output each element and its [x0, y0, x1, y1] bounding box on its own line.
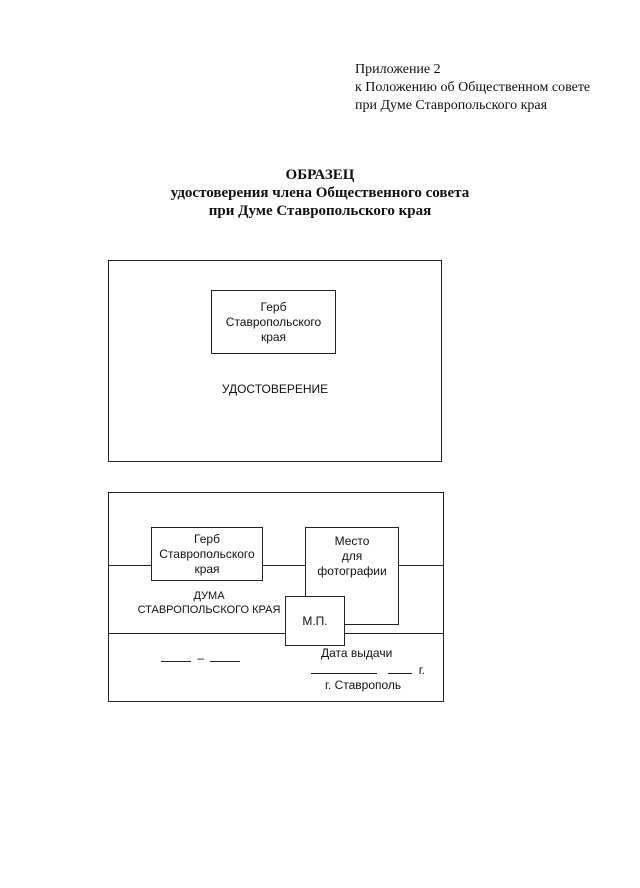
back-emblem-box: Герб Ставропольского края: [151, 527, 263, 581]
date-blank-day: [161, 649, 191, 662]
front-certificate-label: УДОСТОВЕРЕНИЕ: [221, 382, 329, 396]
back-lower-rule: [109, 633, 443, 634]
year-suffix: г.: [418, 663, 425, 677]
front-emblem-line-3: края: [260, 329, 287, 344]
photo-line-3: фотографии: [317, 564, 387, 578]
photo-line-2: для: [341, 549, 363, 563]
issue-date-label: Дата выдачи: [321, 646, 393, 660]
back-upper-rule-right: [398, 565, 443, 566]
duma-label: ДУМА СТАВРОПОЛЬСКОГО КРАЯ: [119, 589, 299, 617]
front-emblem-box: Герб Ставропольского края: [211, 290, 336, 354]
card-back: Герб Ставропольского края Место для фото…: [108, 492, 444, 702]
city-label: г. Ставрополь: [325, 678, 402, 692]
duma-line-1: ДУМА: [193, 590, 225, 602]
back-emblem-line-2: Ставропольского: [159, 546, 255, 561]
photo-line-1: Место: [334, 534, 370, 548]
seal-label: М.П.: [302, 613, 328, 628]
date-dash: –: [197, 651, 205, 665]
card-front: Герб Ставропольского края УДОСТОВЕРЕНИЕ: [108, 260, 442, 462]
issue-date-blanks: г.: [311, 661, 425, 678]
front-emblem-line-1: Герб: [260, 299, 287, 314]
back-upper-rule-mid: [262, 565, 305, 566]
back-upper-rule-left: [109, 565, 151, 566]
issue-date-blank: [311, 661, 377, 674]
date-blank-month: [210, 649, 241, 662]
back-emblem-line-3: края: [194, 561, 220, 576]
seal-box: М.П.: [285, 596, 345, 646]
appendix-line-1: Приложение 2: [355, 62, 441, 77]
appendix-header: Приложение 2 к Положению об Общественном…: [355, 61, 590, 115]
title-line-2: удостоверения члена Общественного совета: [170, 185, 470, 201]
title-line-1: ОБРАЗЕЦ: [285, 167, 355, 183]
appendix-line-2: к Положению об Общественном совете: [355, 80, 591, 95]
appendix-line-3: при Думе Ставропольского края: [355, 98, 548, 113]
front-emblem-line-2: Ставропольского: [225, 314, 322, 329]
back-emblem-line-1: Герб: [194, 531, 220, 546]
duma-line-2: СТАВРОПОЛЬСКОГО КРАЯ: [137, 604, 281, 616]
title-line-3: при Думе Ставропольского края: [208, 203, 432, 219]
date-blanks: –: [161, 649, 241, 666]
issue-year-blank: [388, 661, 413, 674]
